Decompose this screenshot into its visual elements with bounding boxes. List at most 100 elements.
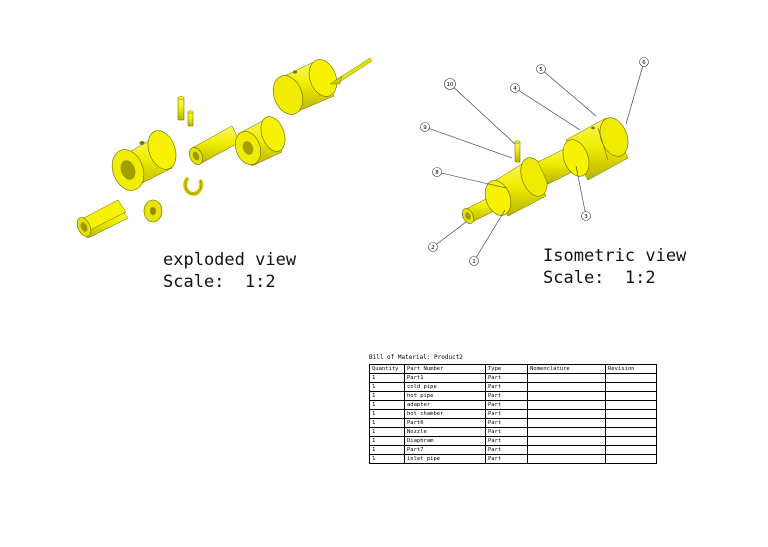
bill-of-material: Bill of Material: Product2 Quantity Part… [369, 354, 657, 464]
balloon-3: 3 [581, 211, 591, 221]
table-cell: 1 [369, 391, 405, 401]
balloon-6: 6 [639, 57, 649, 67]
svg-text:4: 4 [513, 86, 517, 92]
table-cell: Part7 [404, 445, 486, 455]
balloon-8: 8 [432, 167, 442, 177]
balloon-1: 1 [469, 256, 479, 266]
exploded-view-caption: exploded view Scale: 1:2 [163, 249, 296, 293]
table-cell [605, 400, 657, 410]
table-cell: 1 [369, 427, 405, 437]
leader-lines [424, 61, 645, 262]
exploded-view [76, 57, 373, 239]
svg-text:8: 8 [435, 170, 439, 176]
table-cell: 1 [369, 445, 405, 455]
bom-header-type: Type [485, 364, 528, 374]
svg-text:3: 3 [584, 214, 588, 220]
isometric-view-caption: Isometric view Scale: 1:2 [543, 245, 686, 289]
table-cell [605, 427, 657, 437]
table-cell [527, 436, 606, 446]
svg-text:5: 5 [539, 67, 543, 73]
bom-header-nomenclature: Nomenclature [527, 364, 606, 374]
exploded-view-title: exploded view [163, 250, 297, 270]
table-cell [605, 445, 657, 455]
part-washer [143, 199, 163, 223]
table-cell: Part1 [404, 373, 486, 383]
table-cell: inlet pipe [404, 454, 486, 464]
table-cell: 1 [369, 400, 405, 410]
exploded-view-scale: Scale: 1:2 [163, 272, 276, 292]
table-cell: Part [485, 373, 528, 383]
table-cell [605, 382, 657, 392]
table-cell [527, 391, 606, 401]
table-cell [605, 391, 657, 401]
table-cell: hot chamber [404, 409, 486, 419]
part-inlet-pipe [329, 57, 373, 85]
svg-text:10: 10 [447, 82, 454, 88]
isometric-view-title: Isometric view [543, 246, 687, 266]
table-cell [527, 418, 606, 428]
table-cell [527, 373, 606, 383]
isometric-view-scale: Scale: 1:2 [543, 268, 656, 288]
part-pins [177, 96, 194, 127]
table-cell [527, 382, 606, 392]
table-cell [527, 400, 606, 410]
bom-header-part-number: Part Number [404, 364, 486, 374]
svg-text:1: 1 [472, 259, 476, 265]
part-adapter [235, 116, 286, 167]
table-cell: 1 [369, 436, 405, 446]
table-cell [527, 427, 606, 437]
table-cell [527, 409, 606, 419]
balloon-4: 4 [510, 83, 520, 93]
table-cell: Part6 [404, 418, 486, 428]
table-cell [605, 436, 657, 446]
table-cell: cold pipe [404, 382, 486, 392]
table-cell: Part [485, 391, 528, 401]
table-cell: Part [485, 454, 528, 464]
part-nozzle [272, 59, 338, 115]
table-cell: 1 [369, 418, 405, 428]
isometric-view: 1 2 3 4 5 6 8 9 10 [420, 57, 649, 266]
balloon-9: 9 [420, 122, 430, 132]
svg-text:9: 9 [423, 125, 427, 131]
table-cell: Part [485, 409, 528, 419]
table-cell: Part [485, 418, 528, 428]
balloon-2: 2 [428, 242, 438, 252]
table-cell: Part [485, 445, 528, 455]
bom-table: Quantity Part Number Type Nomenclature R… [369, 364, 657, 464]
part-cold-pipe [76, 199, 129, 239]
balloon-5: 5 [536, 64, 546, 74]
table-cell: 1 [369, 454, 405, 464]
table-cell: 1 [369, 373, 405, 383]
balloon-10: 10 [444, 78, 456, 90]
table-cell: Nozzle [404, 427, 486, 437]
bom-header-row: Quantity Part Number Type Nomenclature R… [369, 364, 657, 374]
part-diaphram [183, 176, 204, 196]
bom-header-revision: Revision [605, 364, 657, 374]
table-cell: Part [485, 382, 528, 392]
part-hot-pipe [189, 125, 241, 165]
table-cell: Part [485, 400, 528, 410]
table-cell: 1 [369, 382, 405, 392]
svg-text:6: 6 [642, 60, 646, 66]
table-cell [605, 418, 657, 428]
table-cell: hot pipe [404, 391, 486, 401]
part-hot-chamber [111, 130, 177, 191]
table-cell: 1 [369, 409, 405, 419]
table-cell: Part [485, 427, 528, 437]
iso-pin [514, 141, 521, 163]
table-cell [527, 445, 606, 455]
table-cell [605, 409, 657, 419]
bom-title: Bill of Material: Product2 [369, 354, 463, 361]
bom-header-quantity: Quantity [369, 364, 405, 374]
